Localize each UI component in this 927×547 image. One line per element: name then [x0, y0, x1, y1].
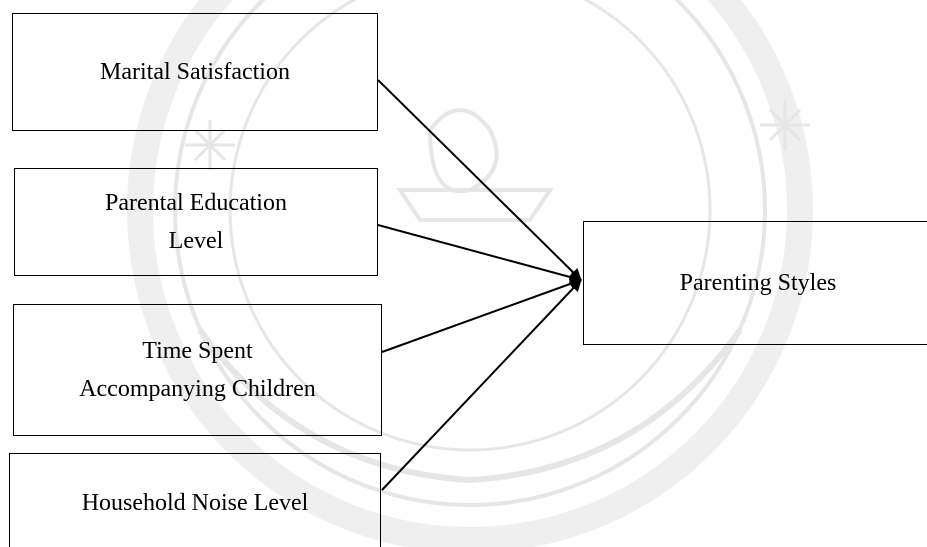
node-label: Marital Satisfaction — [100, 59, 290, 85]
node-household-noise-level: Household Noise Level — [9, 453, 381, 547]
node-parental-education-level: Parental Education Level — [14, 168, 378, 276]
node-label: Parenting Styles — [679, 270, 837, 296]
arrow-noise-to-parenting — [381, 279, 582, 491]
arrow-marital-to-parenting — [377, 79, 582, 281]
node-label: Parental Education Level — [105, 190, 287, 254]
node-label: Time Spent Accompanying Children — [79, 338, 316, 402]
arrow-education-to-parenting — [377, 224, 582, 283]
node-time-spent-accompanying-children: Time Spent Accompanying Children — [13, 304, 382, 436]
node-marital-satisfaction: Marital Satisfaction — [12, 13, 378, 131]
node-parenting-styles: Parenting Styles — [583, 221, 927, 345]
arrow-time-to-parenting — [381, 278, 582, 353]
node-label: Household Noise Level — [81, 490, 309, 516]
